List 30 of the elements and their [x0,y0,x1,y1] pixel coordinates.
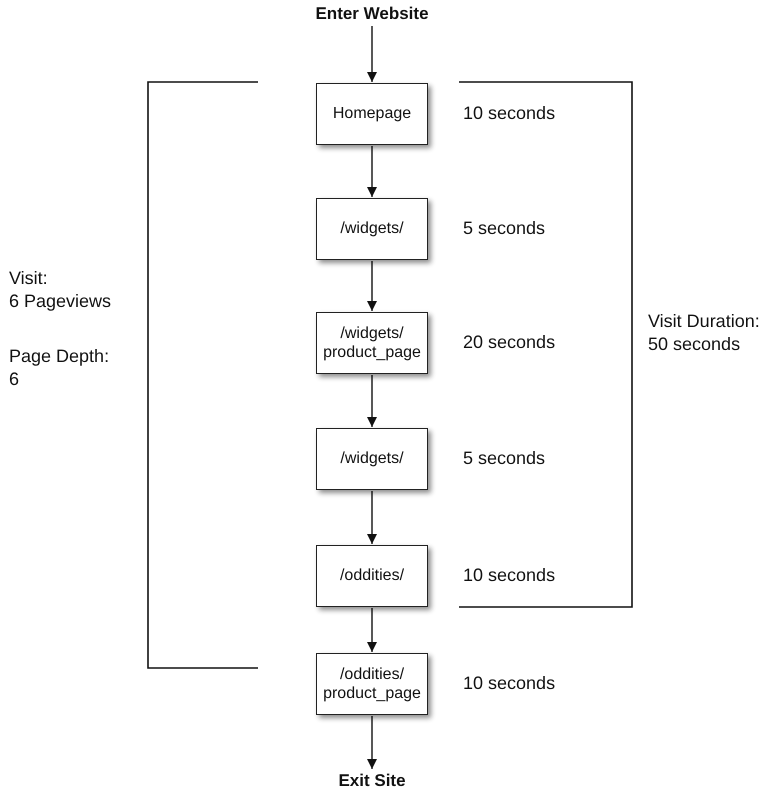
arrow [367,146,377,197]
page-name: /widgets/ product_page [322,324,422,362]
duration-label: 10 seconds [463,103,556,124]
arrow [367,716,377,769]
note-text: Visit Duration: 50 seconds [648,310,760,356]
page-box [316,545,428,607]
arrow [367,608,377,652]
page-box [316,198,428,260]
duration-label: 10 seconds [463,565,556,586]
duration-label: 20 seconds [463,332,556,353]
arrow [367,261,377,311]
duration-label: 5 seconds [463,448,546,469]
note-text: Page Depth: 6 [9,345,110,392]
arrow [367,491,377,544]
page-name: /oddities/ [340,566,404,586]
page-box [316,312,428,374]
arrow [367,375,377,427]
page-name: Homepage [332,104,412,124]
page-name: /widgets/ [340,219,404,239]
duration-label: 5 seconds [463,218,546,239]
flow-label: Exit Site [338,771,406,791]
page-box [316,428,428,490]
duration-label: 10 seconds [463,673,556,694]
flow-label: Enter Website [315,4,429,24]
page-box [316,653,428,715]
page-box [316,83,428,145]
note-text: Visit: 6 Pageviews [9,267,112,314]
page-name: /oddities/ product_page [322,664,422,704]
arrow [367,26,377,82]
page-name: /widgets/ [340,449,404,469]
